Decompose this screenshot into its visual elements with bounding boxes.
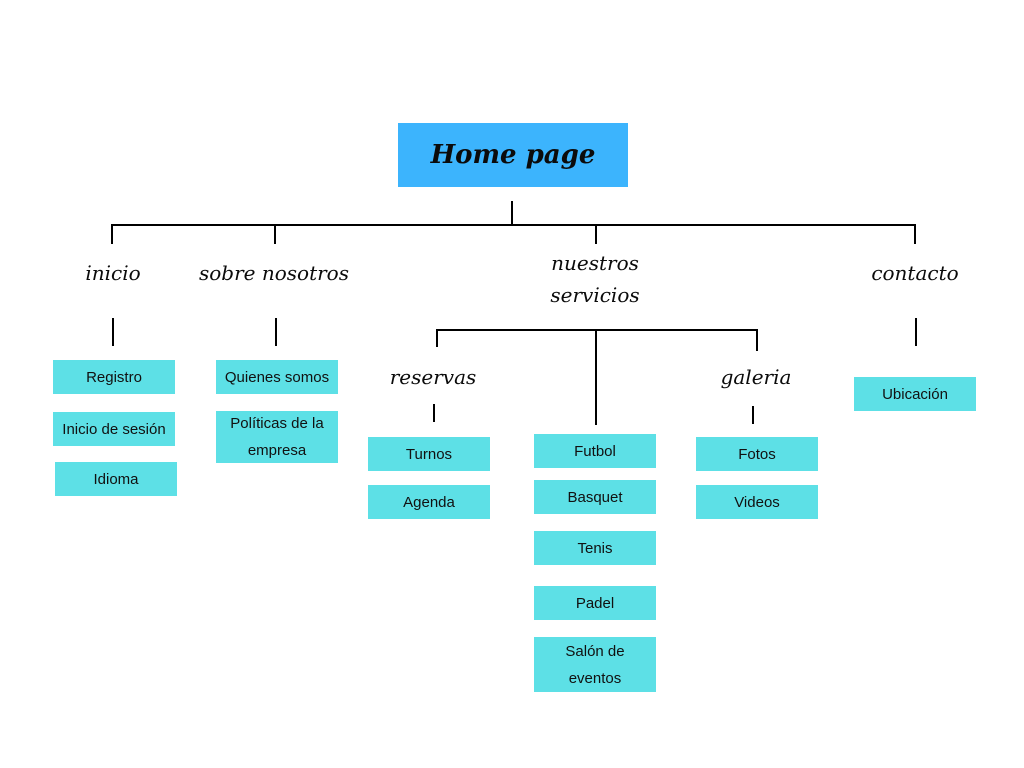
leaf-videos: Videos bbox=[696, 485, 818, 519]
leaf-label: Quienes somos bbox=[224, 368, 330, 386]
leaf-salon-de-eventos: Salón de eventos bbox=[534, 637, 656, 692]
leaf-futbol: Futbol bbox=[534, 434, 656, 468]
connector-galeria-items bbox=[752, 406, 754, 424]
leaf-label: Inicio de sesión bbox=[62, 420, 166, 438]
leaf-label: Tenis bbox=[577, 539, 613, 557]
section-label-nuestros-servicios: nuestros servicios bbox=[550, 251, 640, 307]
connector-galeria bbox=[756, 329, 758, 351]
connector-servicios bbox=[595, 224, 597, 244]
leaf-registro: Registro bbox=[53, 360, 175, 394]
connector-servicios-bar bbox=[436, 329, 758, 331]
leaf-agenda: Agenda bbox=[368, 485, 490, 519]
leaf-label: Salón de eventos bbox=[565, 642, 625, 687]
connector-inicio-items bbox=[112, 318, 114, 346]
leaf-fotos: Fotos bbox=[696, 437, 818, 471]
connector-sobre bbox=[274, 224, 276, 244]
leaf-politicas: Políticas de la empresa bbox=[216, 411, 338, 463]
leaf-turnos: Turnos bbox=[368, 437, 490, 471]
leaf-tenis: Tenis bbox=[534, 531, 656, 565]
connector-root-down bbox=[511, 201, 513, 225]
leaf-label: Turnos bbox=[405, 445, 453, 463]
root-label: Home page bbox=[430, 140, 596, 170]
leaf-label: Agenda bbox=[403, 493, 455, 511]
leaf-padel: Padel bbox=[534, 586, 656, 620]
leaf-label: Futbol bbox=[574, 442, 616, 460]
leaf-idioma: Idioma bbox=[55, 462, 177, 496]
section-label-sobre-nosotros: sobre nosotros bbox=[199, 261, 349, 285]
leaf-label: Videos bbox=[734, 493, 780, 511]
root-node: Home page bbox=[398, 123, 628, 187]
sub-label-reservas: reservas bbox=[389, 365, 477, 389]
connector-deportes bbox=[595, 329, 597, 425]
leaf-label: Basquet bbox=[567, 488, 623, 506]
leaf-quienes-somos: Quienes somos bbox=[216, 360, 338, 394]
leaf-inicio-de-sesion: Inicio de sesión bbox=[53, 412, 175, 446]
connector-inicio bbox=[111, 224, 113, 244]
connector-main-bar bbox=[111, 224, 916, 226]
leaf-label: Idioma bbox=[93, 470, 139, 488]
connector-contacto bbox=[914, 224, 916, 244]
connector-reservas-items bbox=[433, 404, 435, 422]
leaf-label: Registro bbox=[86, 368, 142, 386]
leaf-label: Políticas de la empresa bbox=[230, 415, 324, 459]
leaf-label: Padel bbox=[575, 594, 615, 612]
connector-sobre-items bbox=[275, 318, 277, 346]
leaf-label: Ubicación bbox=[882, 385, 948, 403]
connector-reservas bbox=[436, 329, 438, 347]
section-label-inicio: inicio bbox=[85, 261, 141, 285]
leaf-label: Fotos bbox=[738, 445, 776, 463]
connector-contacto-items bbox=[915, 318, 917, 346]
section-label-contacto: contacto bbox=[871, 261, 959, 285]
leaf-ubicacion: Ubicación bbox=[854, 377, 976, 411]
leaf-basquet: Basquet bbox=[534, 480, 656, 514]
sub-label-galeria: galeria bbox=[720, 365, 792, 389]
